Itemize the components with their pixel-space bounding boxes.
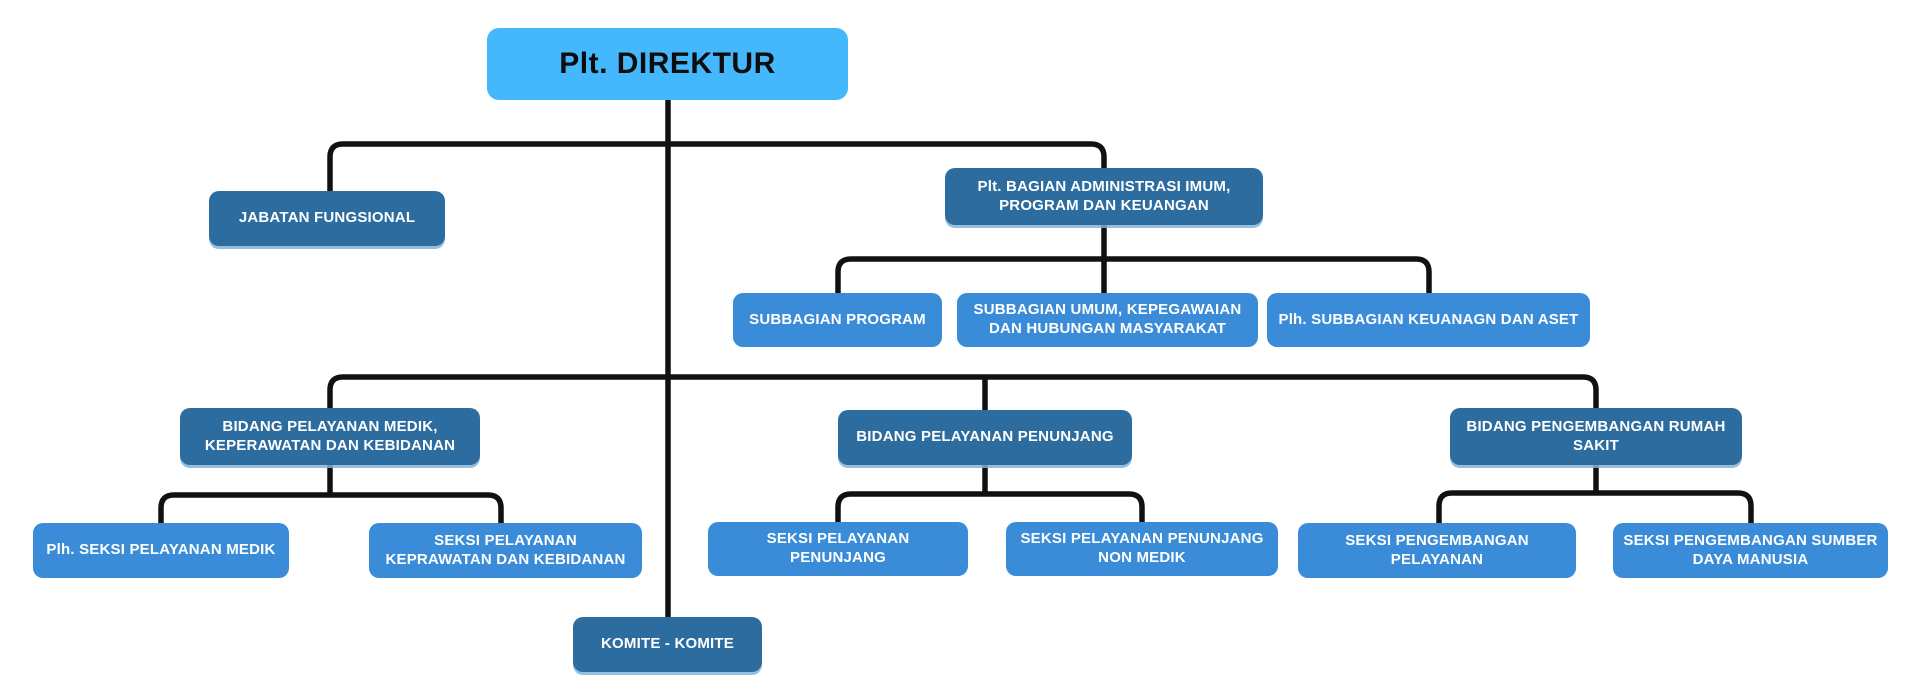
node-label: SEKSI PELAYANAN PENUNJANG	[766, 530, 910, 566]
node-label: SUBBAGIAN UMUM, KEPEGAWAIAN DAN HUBUNGAN…	[973, 301, 1242, 337]
node-label: BIDANG PELAYANAN MEDIK, KEPERAWATAN DAN …	[204, 417, 456, 454]
node-seksi-pengembangan-sdm: SEKSI PENGEMBANGAN SUMBER DAYA MANUSIA	[1613, 523, 1888, 578]
node-label: Plt. BAGIAN ADMINISTRASI IMUM, PROGRAM D…	[977, 177, 1231, 214]
node-label: SEKSI PENGEMBANGAN PELAYANAN	[1345, 531, 1529, 568]
node-label: SUBBAGIAN PROGRAM	[749, 310, 926, 328]
node-label: Plh. SEKSI PELAYANAN MEDIK	[46, 541, 276, 559]
node-seksi-penunjang: SEKSI PELAYANAN PENUNJANG	[708, 522, 968, 576]
node-subbagian-umum: SUBBAGIAN UMUM, KEPEGAWAIAN DAN HUBUNGAN…	[957, 293, 1258, 347]
node-jabatan-fungsional: JABATAN FUNGSIONAL	[209, 191, 445, 246]
node-subbagian-program: SUBBAGIAN PROGRAM	[733, 293, 942, 347]
node-bidang-pengembangan: BIDANG PENGEMBANGAN RUMAH SAKIT	[1450, 408, 1742, 465]
node-label: SEKSI PELAYANAN KEPRAWATAN DAN KEBIDANAN	[385, 531, 626, 568]
node-subbagian-keuangan: Plh. SUBBAGIAN KEUANAGN DAN ASET	[1267, 293, 1590, 347]
node-bagian-administrasi: Plt. BAGIAN ADMINISTRASI IMUM, PROGRAM D…	[945, 168, 1263, 225]
node-label: SEKSI PELAYANAN PENUNJANG NON MEDIK	[1020, 530, 1264, 566]
node-label: SEKSI PENGEMBANGAN SUMBER DAYA MANUSIA	[1623, 531, 1878, 568]
node-label: BIDANG PENGEMBANGAN RUMAH SAKIT	[1466, 417, 1726, 454]
node-label: BIDANG PELAYANAN PENUNJANG	[856, 428, 1114, 446]
node-bidang-penunjang: BIDANG PELAYANAN PENUNJANG	[838, 410, 1132, 465]
node-label: JABATAN FUNGSIONAL	[238, 209, 416, 227]
node-seksi-medik: Plh. SEKSI PELAYANAN MEDIK	[33, 523, 289, 578]
node-bidang-medik: BIDANG PELAYANAN MEDIK, KEPERAWATAN DAN …	[180, 408, 480, 465]
node-seksi-penunjang-non-medik: SEKSI PELAYANAN PENUNJANG NON MEDIK	[1006, 522, 1278, 576]
node-direktur: Plt. DIREKTUR	[487, 28, 848, 100]
node-seksi-keperawatan: SEKSI PELAYANAN KEPRAWATAN DAN KEBIDANAN	[369, 523, 642, 578]
node-komite: KOMITE - KOMITE	[573, 617, 762, 672]
node-seksi-pengembangan-pelayanan: SEKSI PENGEMBANGAN PELAYANAN	[1298, 523, 1576, 578]
node-label: KOMITE - KOMITE	[601, 635, 734, 653]
node-label: Plh. SUBBAGIAN KEUANAGN DAN ASET	[1278, 310, 1579, 328]
node-label: Plt. DIREKTUR	[559, 47, 776, 81]
